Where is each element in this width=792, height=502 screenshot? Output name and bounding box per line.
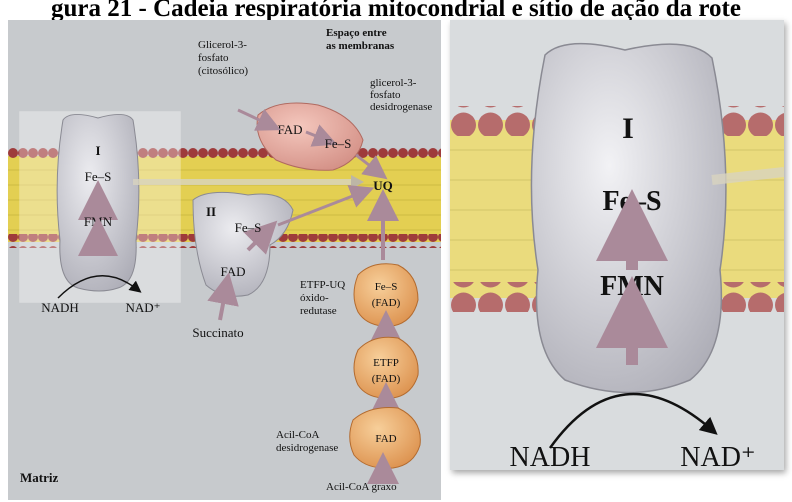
etfp: ETFP (FAD) bbox=[354, 337, 418, 412]
complex-i-zoom-svg: I Fe–S FMN NADH NAD⁺ bbox=[450, 20, 784, 470]
etfp-uq-oxidoreductase: Fe–S (FAD) bbox=[354, 264, 418, 342]
respiratory-chain-svg: I Fe–S FMN NADH NAD⁺ II Fe–S FAD Succina… bbox=[8, 20, 441, 500]
zoom-complex-i: I Fe–S FMN bbox=[531, 44, 725, 393]
zoom-nadh-label: NADH bbox=[510, 442, 591, 470]
etfp-fad: (FAD) bbox=[372, 373, 401, 385]
glycerol-fad: FAD bbox=[277, 122, 302, 137]
acyl-coa-name-line-2: desidrogenase bbox=[276, 442, 338, 454]
etfp-uq-name-line-1: ETFP-UQ bbox=[300, 279, 345, 291]
etfp-uq-name-line-3: redutase bbox=[300, 305, 337, 317]
etfp-uq-fad: (FAD) bbox=[372, 297, 401, 309]
complex-ii-fad: FAD bbox=[220, 264, 245, 279]
zoom-complex-i-fmn: FMN bbox=[600, 271, 664, 302]
complex-ii-fes: Fe–S bbox=[235, 220, 262, 235]
etfp-uq-fes: Fe–S bbox=[375, 281, 398, 293]
succinate-label: Succinato bbox=[192, 325, 243, 340]
glycerol-substrate-line-2: fosfato bbox=[198, 52, 229, 64]
complex-ii-name: II bbox=[206, 204, 216, 219]
etfp-name: ETFP bbox=[373, 357, 399, 369]
matrix-label: Matriz bbox=[20, 470, 58, 485]
acyl-coa-dehydrogenase: FAD bbox=[350, 408, 421, 483]
zoom-nad-label: NAD⁺ bbox=[680, 442, 755, 470]
nadh-label: NADH bbox=[41, 300, 79, 315]
zoom-complex-i-name: I bbox=[622, 112, 634, 145]
glycerol-fes: Fe–S bbox=[325, 136, 352, 151]
acyl-coa-name-line-1: Acil-CoA bbox=[276, 429, 319, 441]
etfp-uq-name-line-2: óxido- bbox=[300, 292, 329, 304]
acyl-coa-substrate: Acil-CoA graxo bbox=[326, 481, 397, 493]
ubiquinone-label: UQ bbox=[373, 178, 393, 193]
complex-i-fes: Fe–S bbox=[85, 169, 112, 184]
intermembrane-label-line-1: Espaço entre bbox=[326, 27, 387, 39]
glycerol-enzyme-line-3: desidrogenase bbox=[370, 101, 432, 113]
glycerol-substrate-line-3: (citosólico) bbox=[198, 65, 248, 77]
intermembrane-label-line-2: as membranas bbox=[326, 40, 395, 52]
respiratory-chain-diagram: I Fe–S FMN NADH NAD⁺ II Fe–S FAD Succina… bbox=[8, 20, 441, 500]
acyl-coa-fad: FAD bbox=[375, 433, 396, 445]
glycerol-substrate-line-1: Glicerol-3- bbox=[198, 39, 247, 51]
zoom-complex-i-fes: Fe–S bbox=[602, 186, 661, 217]
complex-i-zoom-panel: I Fe–S FMN NADH NAD⁺ bbox=[450, 20, 784, 470]
complex-i-name: I bbox=[95, 143, 100, 158]
glycerol-enzyme-line-2: fosfato bbox=[370, 89, 401, 101]
complex-i-fmn: FMN bbox=[84, 214, 113, 229]
glycerol-enzyme-line-1: glicerol-3- bbox=[370, 77, 417, 89]
nad-label: NAD⁺ bbox=[125, 300, 160, 315]
